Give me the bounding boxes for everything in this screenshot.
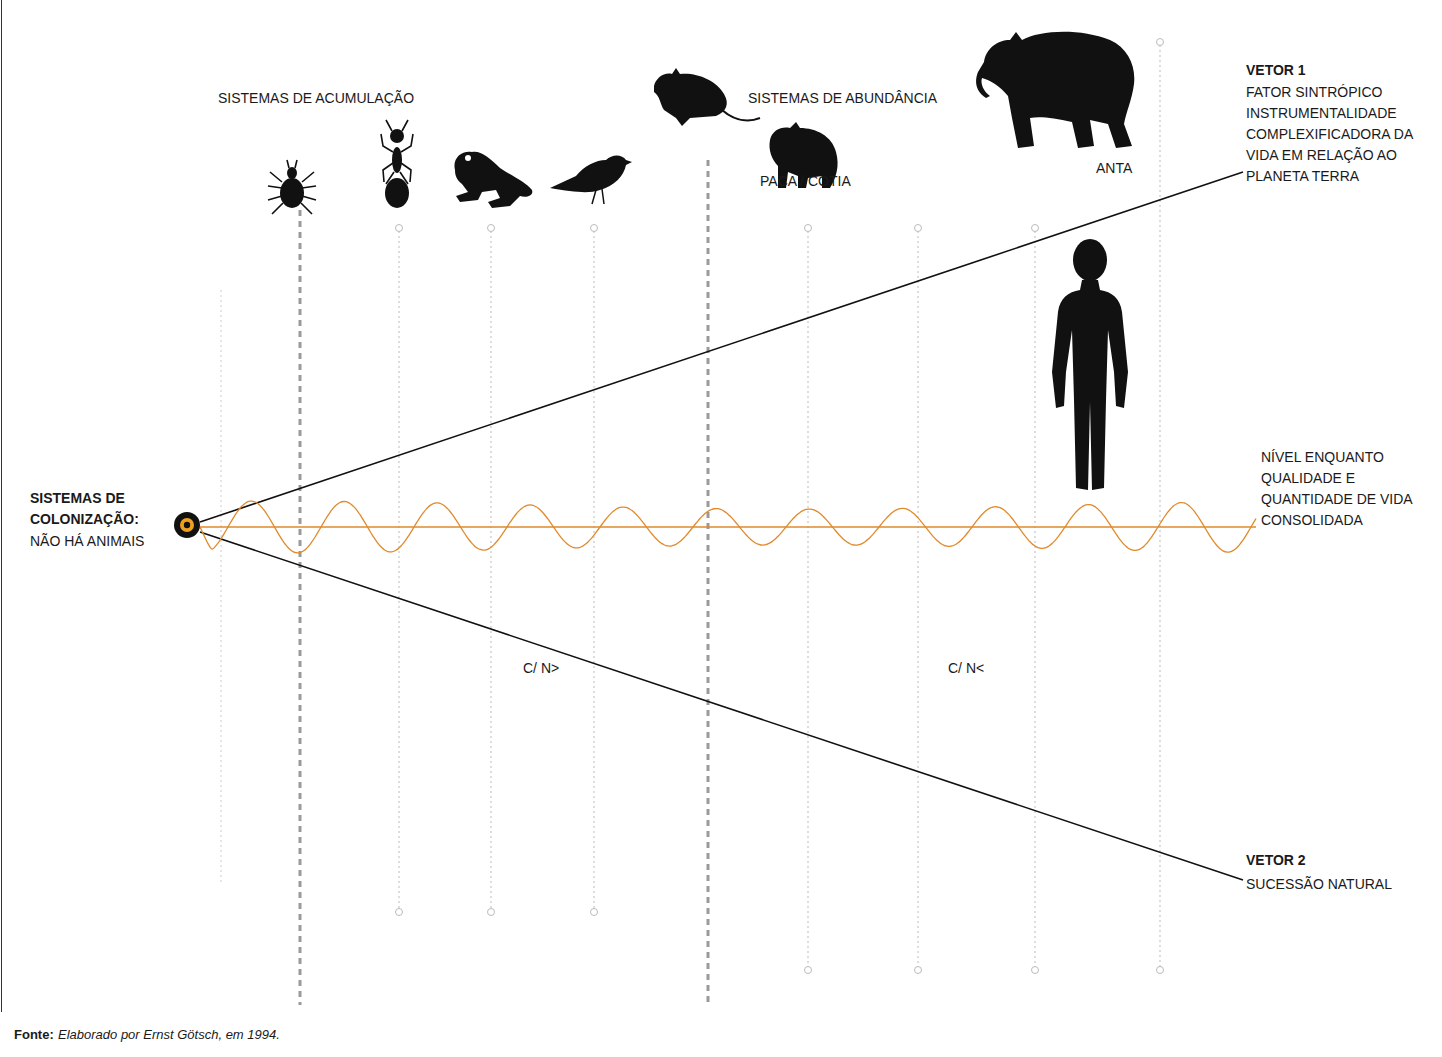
origin-heading: SISTEMAS DE COLONIZAÇÃO: bbox=[30, 488, 180, 530]
vector-title: VETOR 1 bbox=[1246, 60, 1436, 81]
rat-icon bbox=[654, 68, 760, 126]
vector-line bbox=[200, 172, 1243, 522]
animal-label: PACA / COTIA bbox=[760, 171, 851, 192]
origin-dot bbox=[180, 518, 194, 532]
bird-icon bbox=[550, 156, 632, 205]
animal-label: ANTA bbox=[1096, 158, 1132, 179]
vector-description: FATOR SINTRÓPICO INSTRUMENTALIDADE COMPL… bbox=[1246, 82, 1436, 187]
vector-description: SUCESSÃO NATURAL bbox=[1246, 874, 1436, 895]
stage-lines bbox=[221, 39, 1164, 1006]
ant-icon bbox=[381, 120, 413, 208]
vector-title: VETOR 2 bbox=[1246, 850, 1436, 871]
tapir-icon bbox=[976, 32, 1134, 148]
origin-dot bbox=[174, 512, 200, 538]
level-description: NÍVEL ENQUANTO QUALIDADE E QUANTIDADE DE… bbox=[1261, 447, 1436, 531]
human-figure bbox=[1052, 239, 1128, 490]
ratio-label: C/ N> bbox=[523, 658, 559, 679]
level-line bbox=[200, 526, 1256, 527]
border-line bbox=[1, 0, 2, 1012]
source-label: Fonte: bbox=[14, 1026, 54, 1044]
frog-icon bbox=[454, 152, 532, 208]
vector-line bbox=[200, 532, 1243, 880]
tick-icon bbox=[268, 160, 316, 214]
group-heading: SISTEMAS DE ABUNDÂNCIA bbox=[748, 88, 937, 109]
origin-description: NÃO HÁ ANIMAIS bbox=[30, 531, 180, 552]
group-heading: SISTEMAS DE ACUMULAÇÃO bbox=[218, 88, 414, 109]
source-text: Elaborado por Ernst Götsch, em 1994. bbox=[58, 1026, 280, 1044]
origin-dot bbox=[184, 522, 190, 528]
ratio-label: C/ N< bbox=[948, 658, 984, 679]
level-wave bbox=[200, 501, 1256, 553]
